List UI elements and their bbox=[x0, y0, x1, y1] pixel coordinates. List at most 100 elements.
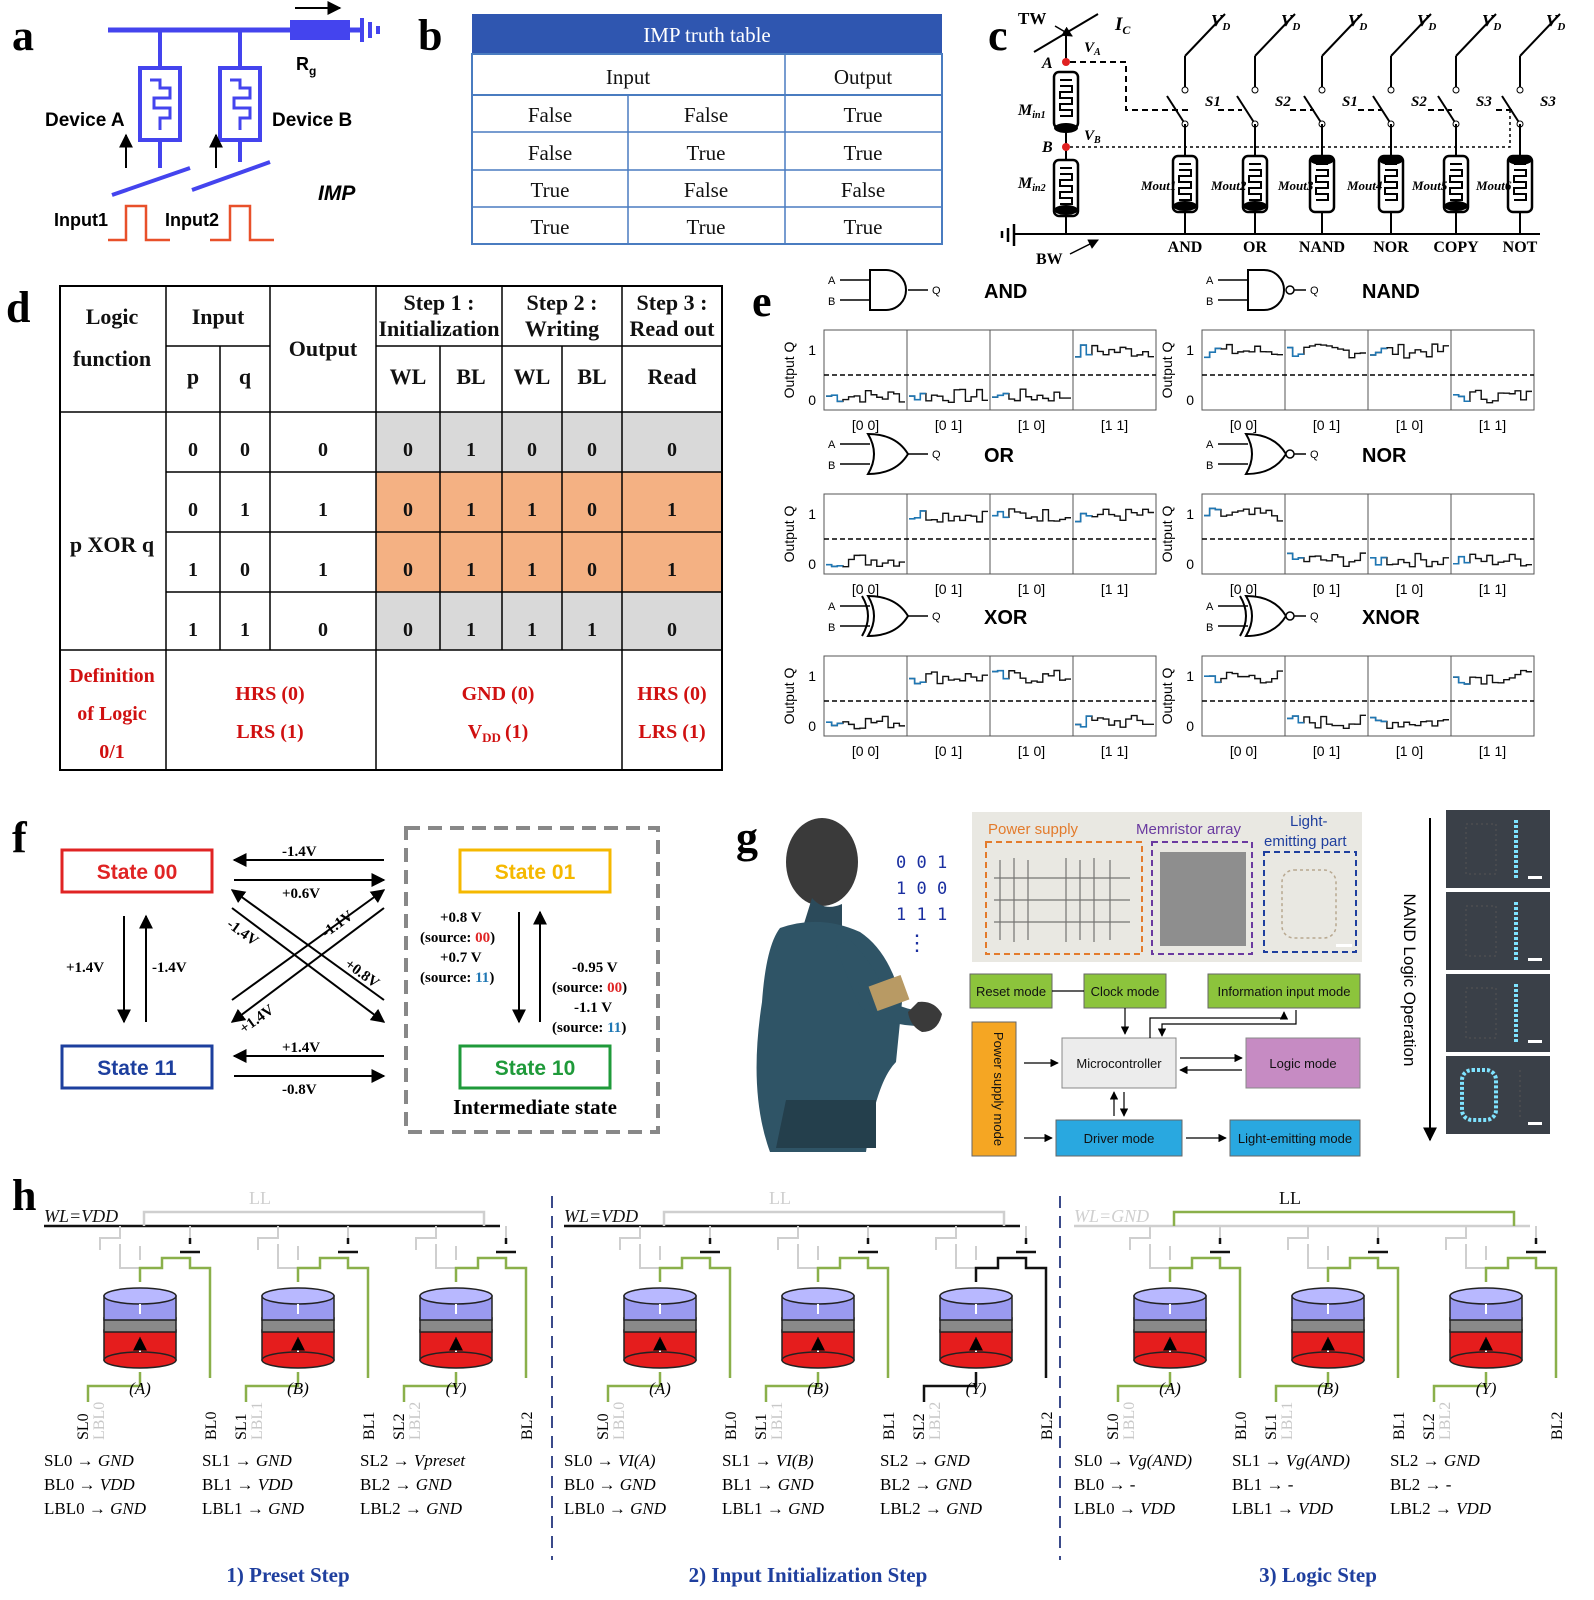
gate-output-q: Q bbox=[932, 285, 941, 297]
ylabel: Output Q bbox=[781, 667, 797, 724]
ll-line bbox=[1172, 1210, 1516, 1226]
xnor-gate-icon: ABQ bbox=[1206, 594, 1319, 638]
node-b-label: B bbox=[1041, 139, 1053, 156]
person-illustration bbox=[756, 818, 942, 1152]
xtick: [1 0] bbox=[1396, 417, 1423, 433]
trace-start bbox=[909, 677, 926, 685]
gate-label-not: NOT bbox=[1503, 239, 1538, 256]
vd-label: VD bbox=[1417, 11, 1436, 33]
lbl-label: LBL1 bbox=[769, 1402, 786, 1440]
hdr-q: q bbox=[239, 364, 252, 389]
chart-title: AND bbox=[984, 281, 1027, 303]
xtick: [0 1] bbox=[935, 417, 962, 433]
node-b bbox=[1062, 143, 1070, 151]
memristor-array-photo bbox=[1160, 852, 1246, 946]
xtick: [0 1] bbox=[1313, 417, 1340, 433]
trace-start bbox=[1370, 556, 1387, 566]
xor-table-cell: 1 bbox=[188, 559, 198, 581]
switch-label: S2 bbox=[1275, 94, 1291, 110]
xtick: [0 1] bbox=[935, 743, 962, 759]
input1-label: Input1 bbox=[54, 210, 108, 230]
switch-label: S2 bbox=[1411, 94, 1427, 110]
volt-00-11: +1.4V bbox=[66, 960, 104, 976]
power-supply-region bbox=[985, 841, 1143, 955]
switch bbox=[1437, 95, 1457, 125]
trace-start bbox=[1204, 347, 1221, 359]
gate-input-b: B bbox=[828, 622, 835, 634]
driver-mode-box bbox=[1055, 1119, 1183, 1157]
truth-table-header bbox=[472, 14, 942, 54]
logic-mode-box bbox=[1245, 1037, 1361, 1089]
ic-label: IC bbox=[1114, 14, 1131, 37]
gate-output-q: Q bbox=[932, 449, 941, 461]
nand-gate-icon: ABQ bbox=[1206, 269, 1319, 311]
xor-table-cell: 1 bbox=[240, 499, 250, 521]
xor-table-cell: 1 bbox=[527, 499, 537, 521]
and-gate-icon: ABQ bbox=[828, 269, 941, 311]
lbl-label: LBL1 bbox=[1279, 1402, 1296, 1440]
def-label-3: 0/1 bbox=[99, 741, 125, 763]
xtick: [0 0] bbox=[852, 417, 879, 433]
output-memristor-columns: VDS1Mout1VDS2Mout2VDS1Mout3VDS2Mout4VDS3… bbox=[1140, 11, 1565, 234]
xor-table-cell: 1 bbox=[466, 439, 476, 461]
hdr-input: Input bbox=[192, 304, 245, 329]
ytick: 0 bbox=[808, 718, 816, 734]
truth-cell: False bbox=[528, 103, 572, 127]
hdr-output: Output bbox=[289, 336, 358, 361]
xor-table-cell: 0 bbox=[403, 559, 413, 581]
xtick: [1 1] bbox=[1101, 417, 1128, 433]
xor-table-cell: 0 bbox=[403, 619, 413, 641]
panel-d-xor-table: Logic function Input p q Output Step 1 :… bbox=[59, 285, 723, 771]
wl-label: WL=VDD bbox=[44, 1206, 118, 1226]
hdr-bl2: BL bbox=[577, 364, 606, 389]
xtick: [0 0] bbox=[852, 743, 879, 759]
volt-01-00: -1.4V bbox=[282, 844, 317, 860]
switch bbox=[1372, 95, 1392, 125]
xor-table-cell: 1 bbox=[466, 499, 476, 521]
hdr-logic-1: Logic bbox=[86, 304, 139, 329]
truth-cell: False bbox=[841, 178, 885, 202]
xtick: [1 1] bbox=[1101, 581, 1128, 597]
panel-letter-e: e bbox=[752, 277, 772, 326]
trace-start bbox=[1075, 344, 1092, 358]
ylabel: Output Q bbox=[781, 341, 797, 398]
trace-start bbox=[992, 510, 1009, 519]
led-frame bbox=[1446, 810, 1550, 888]
assignment-line: BL0 → VDD bbox=[44, 1475, 135, 1494]
volt-diag-a: -1.4V bbox=[224, 916, 262, 949]
xtick: [0 0] bbox=[1230, 581, 1257, 597]
switch bbox=[1501, 95, 1521, 125]
ll-label: LL bbox=[1279, 1188, 1301, 1208]
trace-start bbox=[1453, 393, 1470, 403]
volt-01-10-src2: (source: 11) bbox=[420, 970, 494, 986]
cell-label: (Y) bbox=[446, 1379, 467, 1398]
bits-line-3: 1 1 1 bbox=[896, 905, 947, 925]
light-emitting-label-1: Light- bbox=[1290, 813, 1328, 830]
chart-title: XOR bbox=[984, 607, 1028, 629]
ytick: 1 bbox=[808, 506, 816, 522]
truth-cell: True bbox=[531, 178, 570, 202]
xor-table-cell: 0 bbox=[587, 439, 597, 461]
led-frame bbox=[1446, 892, 1550, 970]
trace-segment bbox=[826, 554, 905, 568]
min1-label: Min1 bbox=[1017, 102, 1046, 121]
truth-table-title: IMP truth table bbox=[643, 23, 771, 47]
hdr-wl2: WL bbox=[514, 364, 551, 389]
assignment-line: LBL0 → GND bbox=[44, 1499, 147, 1518]
sl-label: SL1 bbox=[233, 1413, 250, 1440]
cell-label: (Y) bbox=[966, 1379, 987, 1398]
volt-10-11: +1.4V bbox=[282, 1040, 320, 1056]
lbl-label: LBL2 bbox=[927, 1402, 944, 1440]
truth-cell: True bbox=[687, 215, 726, 239]
trace-start bbox=[1370, 347, 1387, 356]
step-title: 3) Logic Step bbox=[1259, 1563, 1377, 1587]
xor-table-cell: 1 bbox=[188, 619, 198, 641]
